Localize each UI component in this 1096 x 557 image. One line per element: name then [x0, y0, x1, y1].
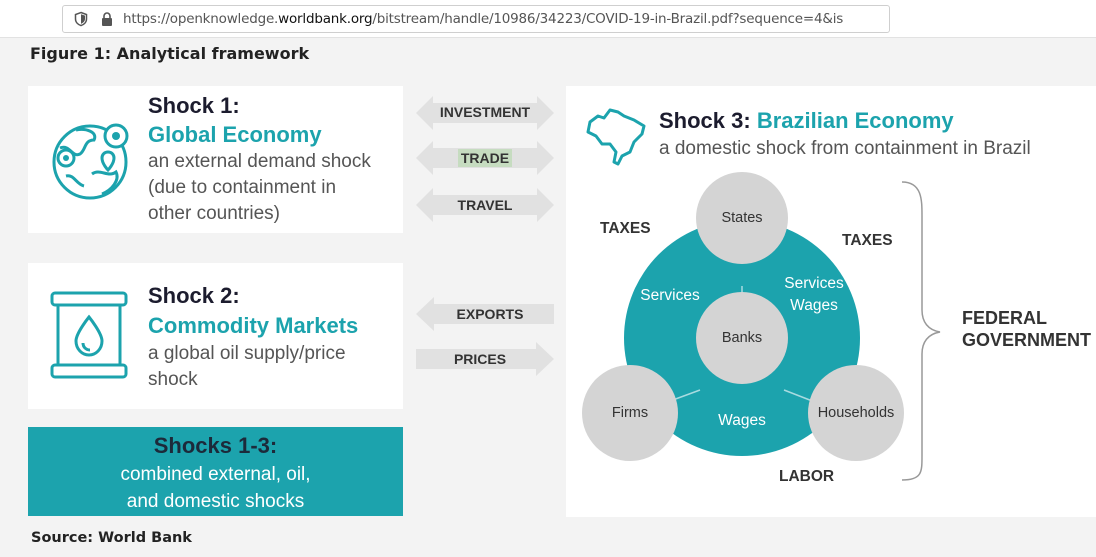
shock2-heading: Shock 2:	[148, 283, 240, 308]
investment-arrow: INVESTMENT	[416, 96, 554, 130]
shock1-card: Shock 1: Global Economy an external dema…	[28, 86, 403, 233]
exports-label: EXPORTS	[456, 306, 524, 322]
prices-arrow: PRICES	[416, 342, 554, 376]
node-banks: Banks	[696, 292, 788, 384]
combined-description: combined external, oil, and domestic sho…	[120, 464, 311, 512]
shock3-heading: Shock 3:	[659, 108, 751, 133]
address-bar[interactable]: https://openknowledge.worldbank.org/bits…	[62, 5, 890, 33]
figure-title: Figure 1: Analytical framework	[30, 44, 310, 63]
combined-shocks-box: Shocks 1-3: combined external, oil, and …	[28, 427, 403, 516]
shock2-description: a global oil supply/price shock	[148, 343, 346, 390]
node-firms: Firms	[582, 365, 678, 461]
exports-arrow: EXPORTS	[416, 297, 554, 331]
travel-label: TRAVEL	[457, 197, 513, 213]
figure-source: Source: World Bank	[31, 530, 192, 546]
shock3-title: Shock 3: Brazilian Economy	[659, 107, 954, 135]
taxes-right-label: TAXES	[842, 232, 893, 249]
flow-wages: Wages	[718, 412, 766, 429]
oil-barrel-icon	[48, 289, 130, 385]
investment-label: INVESTMENT	[439, 104, 531, 120]
travel-arrow: TRAVEL	[416, 188, 554, 222]
globe-icon	[46, 114, 134, 208]
lock-icon[interactable]	[99, 11, 115, 27]
shock1-description: an external demand shock (due to contain…	[148, 151, 371, 224]
browser-toolbar: https://openknowledge.worldbank.org/bits…	[0, 0, 1096, 38]
shock3-description: a domestic shock from containment in Bra…	[659, 138, 1031, 159]
labor-label: LABOR	[779, 468, 835, 485]
node-households: Households	[808, 365, 904, 461]
federal-government-label: FEDERAL GOVERNMENT	[962, 308, 1092, 350]
trade-label: TRADE	[457, 149, 513, 167]
federal-brace	[901, 181, 941, 481]
flow-services-wages: Services Wages	[784, 275, 844, 314]
combined-heading: Shocks 1-3:	[153, 433, 278, 458]
shock3-name: Brazilian Economy	[756, 108, 954, 133]
brazil-map-icon	[584, 104, 648, 172]
trade-arrow: TRADE	[416, 141, 554, 175]
prices-label: PRICES	[453, 351, 507, 367]
shock2-name: Commodity Markets	[148, 313, 359, 338]
shield-icon[interactable]	[73, 11, 89, 27]
shock1-heading: Shock 1:	[148, 93, 240, 118]
url-text: https://openknowledge.worldbank.org/bits…	[123, 11, 844, 27]
shock2-card: Shock 2: Commodity Markets a global oil …	[28, 263, 403, 409]
shock3-card: Shock 3: Brazilian Economy a domestic sh…	[566, 86, 1096, 517]
taxes-left-label: TAXES	[600, 220, 651, 237]
shock1-name: Global Economy	[148, 122, 322, 147]
node-states: States	[696, 172, 788, 264]
flow-services-left: Services	[640, 287, 700, 304]
